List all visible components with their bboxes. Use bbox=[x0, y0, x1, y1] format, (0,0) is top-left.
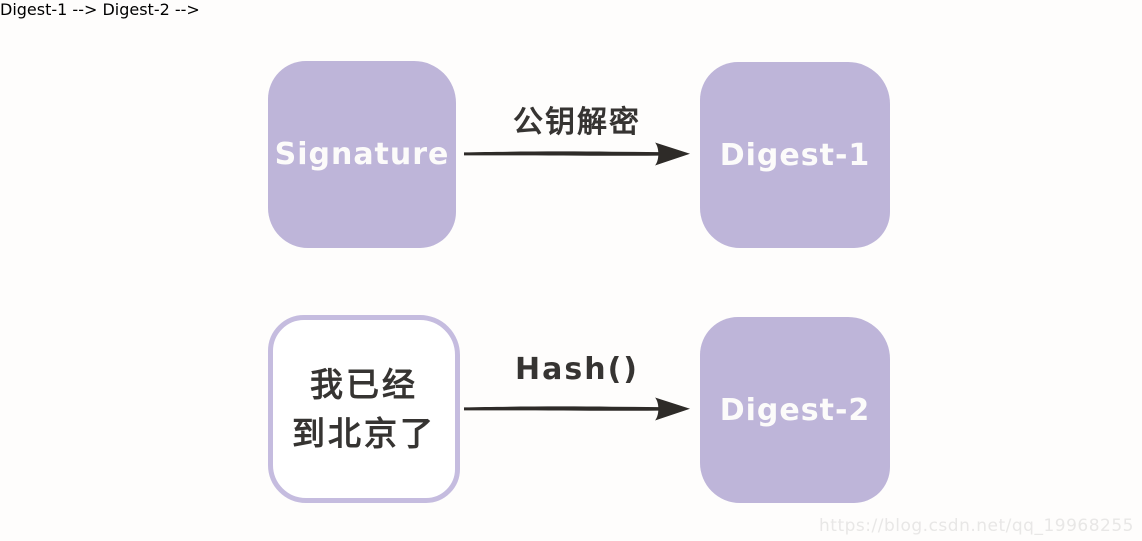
node-digest-2: Digest-2 bbox=[700, 317, 890, 503]
node-digest-1: Digest-1 bbox=[700, 62, 890, 248]
node-message-line1: 我已经 bbox=[310, 364, 418, 404]
node-digest-2-label: Digest-2 bbox=[719, 392, 871, 428]
arrow-decrypt-label: 公钥解密 bbox=[513, 105, 641, 140]
node-signature-label: Signature bbox=[274, 137, 450, 172]
arrow-hash bbox=[464, 397, 690, 421]
arrow-hash-label: Hash() bbox=[515, 352, 639, 387]
arrow-decrypt bbox=[464, 142, 690, 166]
node-digest-1-label: Digest-1 bbox=[719, 137, 871, 173]
watermark-url: https://blog.csdn.net/qq_19968255 bbox=[819, 516, 1134, 536]
node-message-label: 我已经 到北京了 bbox=[292, 360, 436, 459]
node-signature: Signature bbox=[268, 61, 456, 248]
node-message: 我已经 到北京了 bbox=[268, 315, 460, 503]
node-message-line2: 到北京了 bbox=[292, 414, 436, 453]
